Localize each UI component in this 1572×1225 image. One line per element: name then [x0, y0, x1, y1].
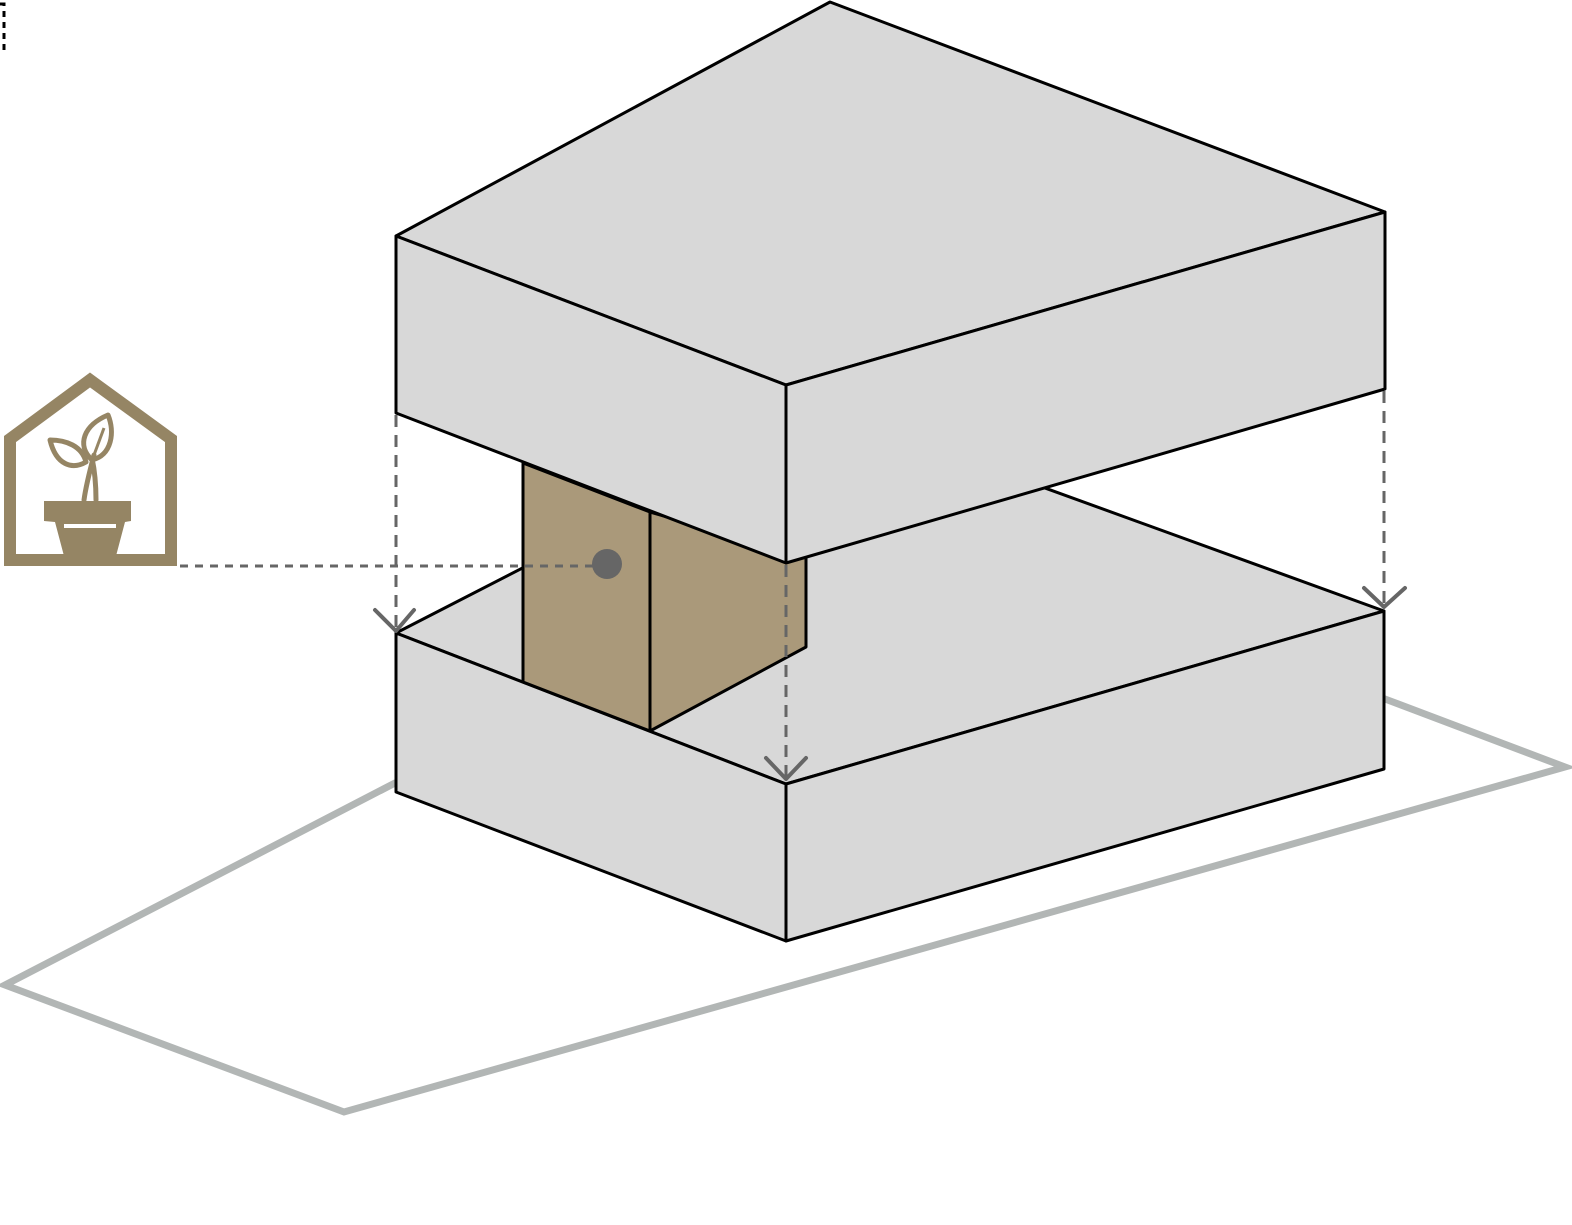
arrowhead-right: [1362, 586, 1407, 609]
alignment-guides: [373, 391, 1407, 781]
arrowhead-left: [373, 608, 416, 633]
leaf-vein: [92, 427, 106, 456]
inserted-greenhouse-space: [521, 461, 808, 733]
plant-leaf-left-icon: [47, 437, 89, 468]
greenhouse-plant-icon: [4, 372, 177, 566]
lower-volume-right-face: [784, 609, 1386, 943]
greenhouse-outline-icon: [4, 372, 177, 566]
callout-marker-dot: [592, 549, 622, 579]
upper-volume-right-face: [784, 210, 1387, 565]
upper-volume: [394, 0, 1387, 565]
pot-rim-gap: [64, 524, 116, 528]
plant-leaf-right-icon: [81, 412, 114, 463]
arrowhead-center: [764, 756, 808, 781]
plant-pot-icon: [44, 501, 131, 556]
corner-frame: [0, 2, 6, 52]
